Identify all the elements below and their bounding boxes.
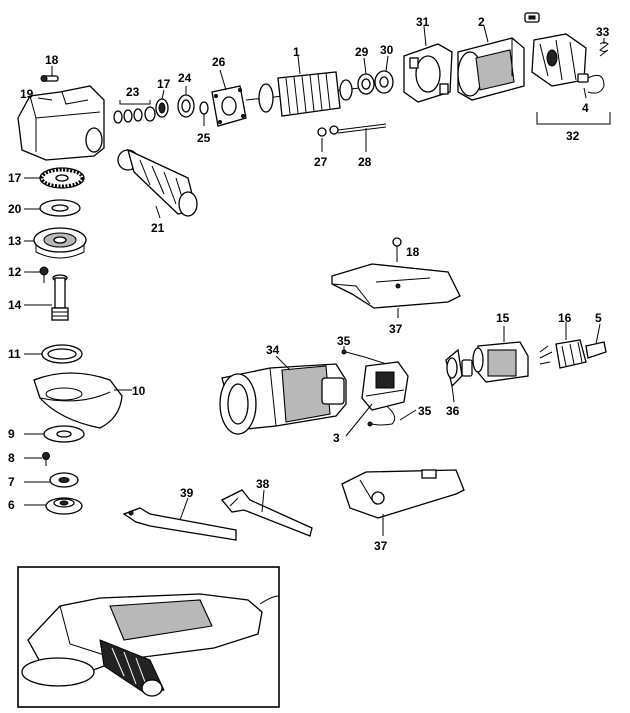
assembled-tool-inset [17,566,280,708]
callout-7: 7 [8,475,15,489]
bearing-set-23 [113,106,156,124]
callout-15: 15 [496,311,510,325]
callout-23: 23 [126,85,140,99]
callout-6: 6 [8,498,15,512]
callout-4: 4 [582,101,589,115]
switch [361,361,409,411]
callout-25: 25 [197,131,211,145]
leader-lines [24,25,605,536]
spring-33 [599,42,609,57]
motor-housing [219,363,347,435]
callout-38: 38 [256,477,270,491]
callout-36: 36 [446,404,460,418]
pinion [155,98,169,118]
callout-30: 30 [380,43,394,57]
callout-37: 37 [389,322,403,336]
screw-18-top [40,75,59,82]
side-handle [117,148,198,217]
callout-5: 5 [595,311,602,325]
bearing-29 [357,73,375,95]
callout-21: 21 [151,221,165,235]
callout-29: 29 [355,45,369,59]
ring-25 [199,101,209,115]
callout-18: 18 [45,53,59,67]
callout-27: 27 [314,155,328,169]
washer-27 [317,127,327,137]
callout-28: 28 [358,155,372,169]
callout-35b: 35 [418,404,432,418]
bearing-30 [374,70,394,94]
callout-8: 8 [8,451,15,465]
callout-20: 20 [8,202,22,216]
pin-spanner [122,507,237,541]
callout-18b: 18 [406,245,420,259]
callout-12: 12 [8,265,22,279]
bearing-20 [39,199,81,217]
callout-14: 14 [8,298,22,312]
callout-33: 33 [596,25,610,39]
callout-3: 3 [333,431,340,445]
callout-31: 31 [416,15,430,29]
callout-37b: 37 [374,539,388,553]
bearing-plate [211,85,247,127]
callout-32: 32 [566,129,580,143]
armature [245,71,361,117]
top-cover [331,263,461,309]
callout-10: 10 [132,384,146,398]
carbon-brush [577,73,605,94]
screw-18-middle [392,237,402,262]
spindle [51,274,69,321]
washer-7 [49,472,79,488]
gear-housing [17,85,105,161]
callout-39: 39 [180,486,194,500]
callout-17: 17 [8,171,22,185]
bracket-32 [536,112,611,125]
bevel-gear [39,167,85,189]
callout-26: 26 [212,55,226,69]
screw-12 [39,266,49,283]
callout-11: 11 [8,347,21,361]
callout-17b: 17 [157,77,171,91]
cord-clamp [445,348,473,388]
brush-ring [403,43,453,103]
bearing-flange [33,227,87,259]
callout-9: 9 [8,427,15,441]
power-cord [585,341,607,359]
callout-labels: 1 2 3 4 5 6 7 8 9 10 11 12 13 14 15 16 1… [8,15,610,553]
callout-35: 35 [337,334,351,348]
screw-8 [42,452,50,466]
callout-13: 13 [8,234,22,248]
suppressor-block [472,341,529,383]
field-housing [457,37,525,101]
callout-24: 24 [178,71,192,85]
callout-16: 16 [558,311,572,325]
callout-34: 34 [266,343,280,357]
through-bolt [329,123,387,135]
bearing-24 [177,94,195,118]
callout-2: 2 [478,15,485,29]
flange-9 [43,425,85,443]
callout-19: 19 [20,87,34,101]
flat-wrench [220,489,313,537]
callout-1: 1 [293,45,300,59]
brush-assembly [524,12,587,87]
wheel-guard [33,372,123,429]
flange-nut [45,497,83,515]
bottom-housing [341,469,465,519]
cord-guard [539,339,587,369]
